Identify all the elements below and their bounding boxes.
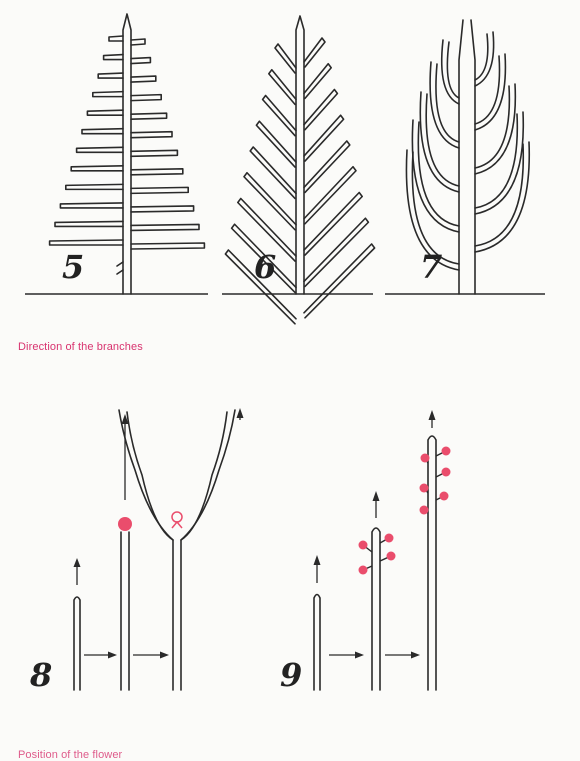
caption-direction-of-branches: Direction of the branches (18, 341, 143, 353)
figure-6-branch-left (269, 70, 296, 105)
figure-9-stem-stage-1 (314, 595, 320, 691)
figure-8-right-arrowhead-2 (160, 652, 169, 659)
figure-6-branch-left (256, 121, 296, 167)
figure-5-branch-left (77, 147, 123, 152)
figure-5-number: 5 (62, 248, 84, 286)
figure-5-branch-right (131, 150, 177, 156)
figure-5-branch-right (131, 58, 150, 64)
figure-5-branch-left (87, 110, 123, 115)
figure-9-flower-bud (385, 534, 394, 543)
figure-5-tree: 5 (25, 14, 208, 294)
figure-9-flower-bud (359, 541, 368, 550)
figure-5-branch-left (50, 240, 123, 245)
figure-7-branch-left (442, 40, 459, 104)
figure-6-trunk (296, 16, 304, 294)
figure-8-number: 8 (29, 656, 52, 694)
figure-6-branch-left (275, 44, 296, 73)
figure-6-tree: 6 (222, 16, 375, 324)
figure-8-fork-right-outer (181, 410, 235, 690)
figure-9-lateral-buds-stage-3 (420, 447, 451, 515)
figure-5-trunk (123, 14, 131, 294)
figure-5-branch-right (131, 113, 167, 119)
figure-7-tree: 7 (385, 20, 545, 294)
figure-9-right-arrowhead-2 (411, 652, 420, 659)
figure-5-branch-right (131, 206, 194, 212)
figure-6-branch-right (304, 167, 356, 224)
figure-9-lateral-buds-stage-2 (359, 534, 396, 575)
figure-5-branch-left (55, 221, 123, 226)
figure-5-branch-left (66, 184, 123, 189)
figure-6-branch-right (304, 64, 331, 99)
figure-7-branches (406, 32, 529, 270)
figure-8-bud-scar-base (172, 522, 182, 528)
figure-9-number: 9 (280, 656, 302, 694)
figure-5-branch-right (131, 243, 204, 249)
figure-9-flower-bud (420, 484, 429, 493)
figure-5-branch-left (104, 55, 123, 60)
figure-5-branch-right (131, 95, 161, 101)
figure-6-branches (225, 38, 374, 324)
figure-9-flower-bud (387, 552, 396, 561)
figure-5-branch-right (131, 39, 145, 45)
figure-6-branch-right (304, 115, 344, 161)
figure-5-branch-right (131, 224, 199, 230)
figure-6-branch-right (304, 193, 362, 256)
figure-6-branch-right (304, 244, 375, 318)
figure-8-right-arrowhead-1 (108, 652, 117, 659)
figure-8-fork-left-outer (119, 410, 173, 690)
figure-5-branch-left (71, 166, 123, 171)
figure-5-branch-right (131, 187, 188, 193)
figure-7-branch-right (475, 32, 494, 86)
figure-8-sequence: 8 (29, 408, 244, 694)
figure-5-branch-right (131, 169, 183, 175)
figure-7-branch-left (420, 92, 459, 192)
figure-9-flower-bud (440, 492, 449, 501)
figure-6-branch-right (304, 38, 325, 67)
figure-6-branch-left (244, 173, 296, 230)
figure-9-flower-bud (420, 506, 429, 515)
figure-8-bud-scar (172, 512, 182, 522)
figure-9-sequence: 9 (280, 410, 451, 694)
figure-9-flower-bud (442, 468, 451, 477)
figure-7-trunk (459, 20, 475, 294)
figure-8-stem-stage-2 (121, 532, 129, 690)
figure-8-up-arrowhead-1 (74, 558, 81, 567)
figure-9-stem-stage-3 (428, 436, 436, 690)
figure-9-up-arrowhead-3 (429, 410, 436, 420)
figure-6-branch-right (304, 218, 368, 286)
figure-5-stub (117, 262, 123, 274)
figure-9-stem-stage-2 (372, 528, 380, 690)
figure-7-branch-left (430, 62, 459, 148)
figure-9-up-arrowhead-1 (314, 555, 321, 565)
figure-5-branch-left (60, 203, 123, 208)
figure-7-number: 7 (420, 248, 442, 286)
figure-8-stem-stage-1 (74, 597, 80, 690)
figure-8-fork-right-inner (181, 412, 227, 540)
figure-7-branch-right (475, 84, 515, 174)
figure-9-flower-bud (442, 447, 451, 456)
figure-6-number: 6 (254, 248, 276, 286)
figure-9-up-arrowhead-2 (373, 491, 380, 501)
figure-5-branch-left (98, 73, 123, 78)
figure-8-up-arrowhead-3 (237, 408, 244, 418)
figure-5-branch-left (109, 36, 123, 41)
figure-5-branches (50, 36, 205, 274)
figure-9-flower-bud (359, 566, 368, 575)
figure-8-fork-left-inner (127, 412, 173, 540)
figure-7-branch-right (475, 54, 505, 130)
figure-9-flower-bud (421, 454, 430, 463)
figure-5-branch-left (93, 92, 123, 97)
figure-5-branch-right (131, 132, 172, 138)
figure-8-terminal-bud (118, 517, 132, 531)
caption-position-of-flower: Position of the flower (18, 749, 122, 761)
figure-9-right-arrowhead-1 (355, 652, 364, 659)
figure-5-branch-left (82, 129, 123, 134)
figure-5-branch-right (131, 76, 156, 82)
